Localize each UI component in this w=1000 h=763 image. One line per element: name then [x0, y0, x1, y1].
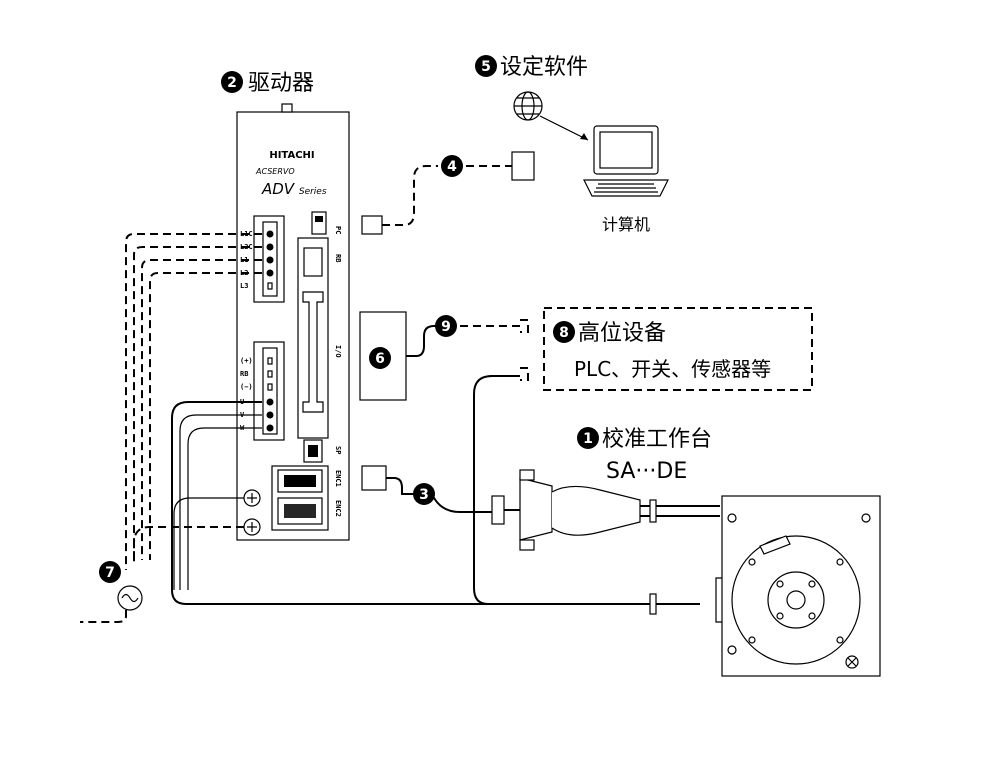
svg-text:2: 2 — [227, 75, 237, 91]
computer-label: 计算机 — [602, 215, 650, 234]
ground-screw-icon — [243, 489, 261, 536]
svg-text:6: 6 — [375, 351, 385, 367]
svg-text:(+): (+) — [240, 357, 253, 365]
host-title: 高位设备 — [578, 321, 666, 346]
svg-text:L3: L3 — [240, 282, 248, 290]
badge-2: 2 — [221, 71, 243, 93]
host-subtitle: PLC、开关、传感器等 — [574, 357, 771, 381]
ac-power-icon — [117, 585, 143, 611]
laptop-icon — [583, 125, 669, 197]
globe-icon — [513, 91, 543, 121]
badge-3: 3 — [413, 483, 435, 505]
svg-text:8: 8 — [559, 325, 569, 341]
pc-cable — [361, 151, 535, 235]
enc2-port-label: ENC2 — [334, 500, 342, 517]
power-supply-wiring — [80, 233, 262, 623]
driver-product: ACSERVO — [255, 167, 295, 176]
connector-icon — [361, 215, 383, 235]
svg-text:RB: RB — [240, 370, 248, 378]
svg-text:1: 1 — [583, 431, 593, 447]
stage-model: SA···DE — [606, 459, 687, 484]
io-connector — [302, 291, 324, 413]
svg-text:9: 9 — [441, 319, 451, 335]
badge-8: 8 — [553, 321, 575, 343]
pc-port — [311, 211, 327, 235]
driver-series: ADV Series — [261, 180, 327, 198]
rb-port-label: RB — [334, 254, 342, 262]
motor-power-wiring — [171, 401, 700, 615]
badge-4: 4 — [441, 155, 463, 177]
badge-1: 1 — [577, 427, 599, 449]
svg-text:3: 3 — [419, 487, 429, 503]
svg-text:5: 5 — [481, 59, 491, 75]
svg-text:4: 4 — [447, 159, 457, 175]
stage-title: 校准工作台 — [602, 427, 712, 452]
motor-terminal-screws — [266, 398, 274, 432]
rb-port — [303, 247, 323, 277]
badge-9: 9 — [435, 315, 457, 337]
badge-7: 7 — [99, 561, 121, 583]
io-port-label: I/O — [334, 345, 342, 358]
driver-brand: HITACHI — [269, 150, 314, 161]
badge-5: 5 — [475, 55, 497, 77]
power-terminal-screws — [266, 230, 274, 277]
sp-port-label: SP — [334, 446, 342, 454]
pc-port-label: PC — [334, 226, 342, 234]
software-label: 设定软件 — [500, 55, 588, 80]
svg-text:(−): (−) — [240, 383, 253, 391]
encoder-cable — [361, 465, 720, 551]
svg-text:7: 7 — [105, 565, 115, 581]
driver-label: 驱动器 — [248, 71, 314, 96]
enc1-port-label: ENC1 — [334, 470, 342, 487]
badge-6: 6 — [369, 347, 391, 369]
servo-driver: HITACHI ACSERVO ADV Series PC L1C L2C L1… — [236, 103, 350, 541]
software-arrow — [539, 115, 589, 141]
rotary-stage-icon — [715, 495, 881, 677]
